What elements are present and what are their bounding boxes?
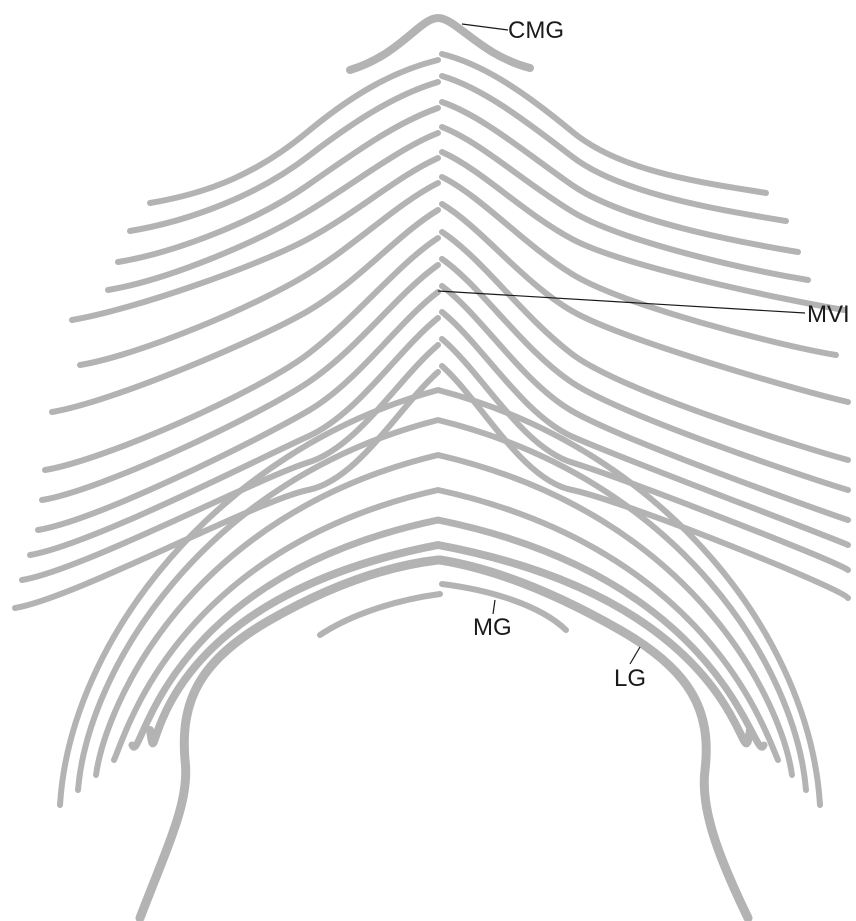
outer-left-ridge (140, 560, 438, 918)
lg-leader-line (630, 647, 640, 664)
mg-label: MG (473, 614, 512, 641)
ridge-right-3 (442, 102, 798, 252)
annotations: CMG MVI MG LG (438, 17, 850, 692)
lg-label: LG (614, 665, 646, 692)
cmg-label: CMG (508, 17, 564, 44)
ridge-right-2 (442, 76, 786, 221)
mvi-label: MVI (807, 301, 850, 328)
inner-arc-left (320, 594, 440, 635)
mg-leader-line (493, 600, 495, 614)
cmg-leader-line (462, 24, 508, 30)
